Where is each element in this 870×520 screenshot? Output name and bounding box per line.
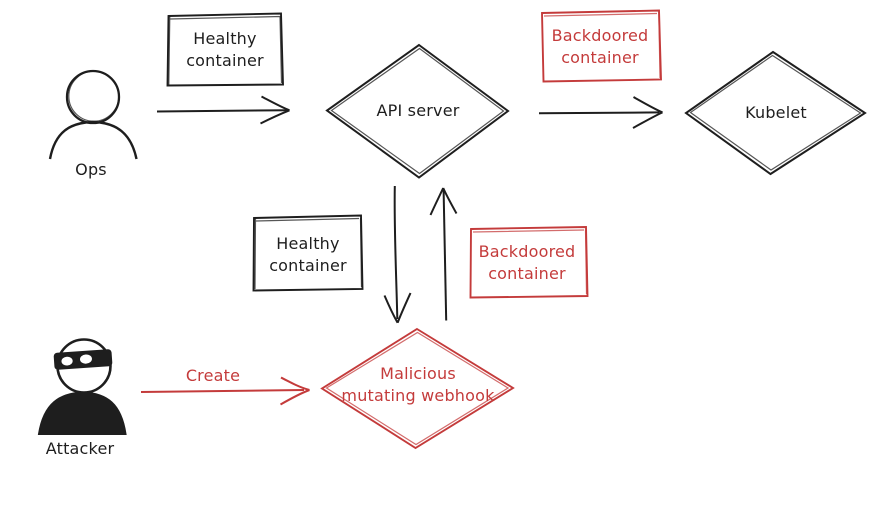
backdoored-container-top-box	[541, 9, 662, 83]
backdoored-container-mid-line1: Backdoored	[478, 242, 576, 261]
malicious-webhook-label: Malicious mutating webhook	[341, 363, 494, 407]
backdoored-container-mid-line2: container	[488, 264, 566, 283]
api-server-label: API server	[376, 101, 460, 120]
healthy-container-mid-line1: Healthy	[276, 234, 340, 253]
backdoored-container-top-line2: container	[561, 48, 639, 67]
malicious-webhook-line1: Malicious	[380, 364, 456, 383]
attacker-actor-icon	[37, 338, 127, 435]
healthy-container-top-label: Healthy container	[186, 28, 264, 72]
kubelet-label: Kubelet	[745, 103, 807, 122]
malicious-webhook-diamond	[320, 327, 515, 450]
healthy-container-top-box	[166, 12, 284, 87]
healthy-container-top-line1: Healthy	[193, 29, 257, 48]
create-edge-label: Create	[185, 366, 241, 385]
healthy-container-mid-label: Healthy container	[269, 233, 347, 277]
healthy-container-mid-line2: container	[269, 256, 347, 275]
backdoored-container-mid-label: Backdoored container	[479, 241, 576, 285]
backdoored-container-top-line1: Backdoored	[551, 26, 649, 45]
ops-actor-icon	[48, 69, 138, 160]
backdoored-container-mid-box	[469, 226, 589, 299]
ops-label: Ops	[75, 160, 107, 179]
arrow-attacker-create-webhook	[140, 376, 310, 406]
healthy-container-top-line2: container	[186, 51, 264, 70]
kubelet-diamond	[684, 50, 867, 176]
attacker-label: Attacker	[45, 439, 115, 458]
malicious-webhook-line2: mutating webhook	[341, 386, 495, 405]
backdoored-container-top-label: Backdoored container	[552, 25, 649, 69]
healthy-container-mid-box	[252, 214, 364, 292]
arrow-api-server-to-kubelet	[538, 96, 663, 129]
arrow-ops-to-api-server	[156, 95, 290, 125]
api-server-diamond	[325, 43, 510, 179]
arrow-api-server-to-webhook	[383, 185, 412, 324]
arrow-webhook-to-api-server	[429, 187, 458, 321]
